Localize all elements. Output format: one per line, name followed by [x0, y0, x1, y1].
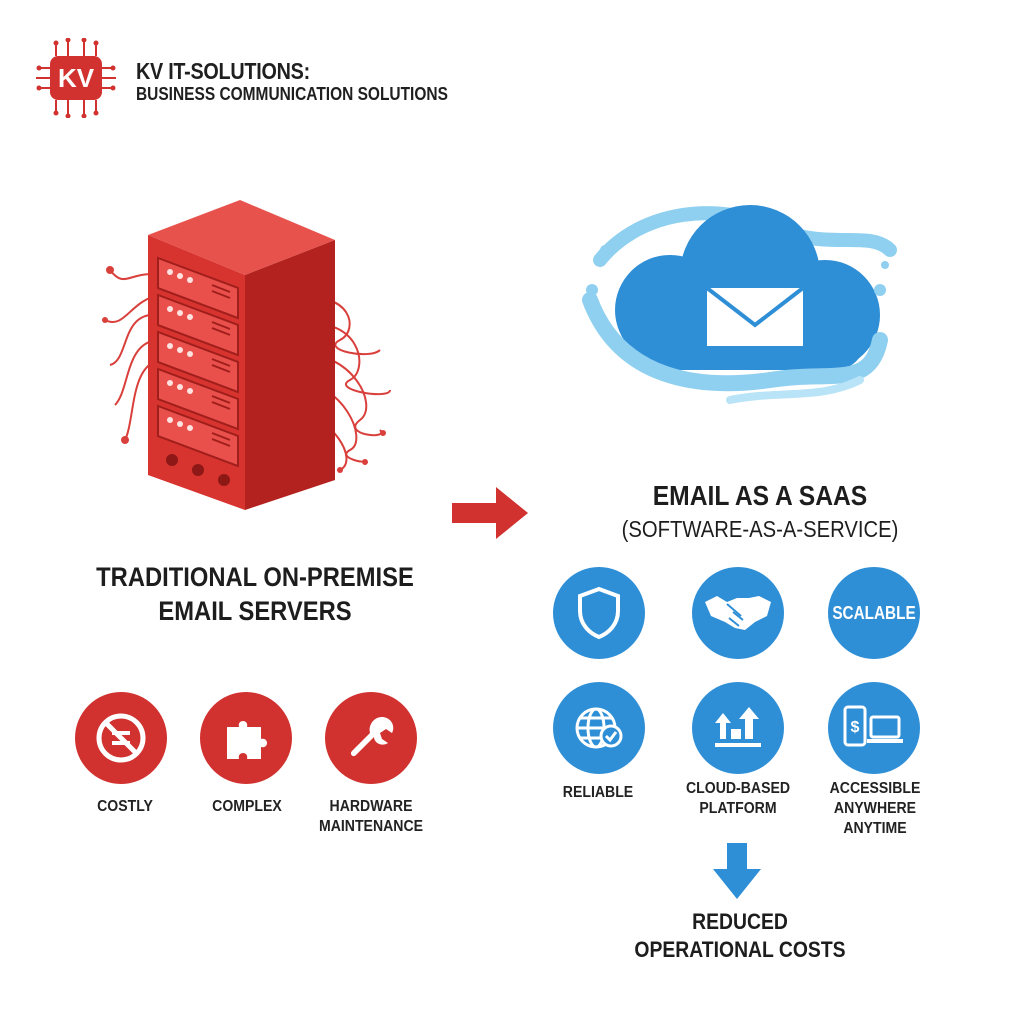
server-rack-illustration	[100, 190, 400, 520]
scalable-text: SCALABLE	[832, 602, 916, 623]
right-section-title: EMAIL AS A SAAS (SOFTWARE-AS-A-SERVICE)	[540, 478, 980, 544]
puzzle-icon	[227, 721, 267, 759]
svg-text:$: $	[851, 719, 860, 736]
reduced-line2: OPERATIONAL COSTS	[634, 937, 846, 962]
hardware-label-line1: HARDWARE	[329, 798, 413, 815]
left-section-title: TRADITIONAL ON-PREMISE EMAIL SERVERS	[75, 560, 436, 628]
right-title-line2: (SOFTWARE-AS-A-SERVICE)	[621, 516, 899, 542]
reduced-costs-text: REDUCED OPERATIONAL COSTS	[617, 908, 863, 964]
accessible-badge: $	[828, 682, 920, 774]
security-badge	[553, 567, 645, 659]
growth-arrows-icon	[715, 707, 761, 747]
devices-icon: $	[843, 705, 903, 747]
logo-text: KV	[57, 63, 95, 93]
brand-title: KV IT-SOLUTIONS:	[136, 58, 310, 84]
accessible-label-line1: ACCESSIBLE	[829, 780, 921, 797]
partnership-badge	[692, 567, 784, 659]
handshake-icon	[705, 596, 771, 630]
arrow-right-icon	[452, 485, 530, 541]
reduced-line1: REDUCED	[692, 909, 788, 934]
costly-label: COSTLY	[97, 798, 153, 815]
hardware-label-line2: MAINTENANCE	[318, 818, 424, 835]
left-title-line1: TRADITIONAL ON-PREMISE	[96, 562, 414, 592]
complex-label: COMPLEX	[212, 798, 282, 815]
hardware-maintenance-badge	[325, 692, 417, 784]
reliable-label: RELIABLE	[562, 784, 634, 801]
cloud-platform-badge	[692, 682, 784, 774]
accessible-label-line2: ANYWHERE	[833, 800, 917, 817]
reliable-badge	[553, 682, 645, 774]
scalable-badge: SCALABLE	[828, 567, 920, 659]
arrow-down-icon	[711, 843, 763, 901]
no-money-icon	[96, 713, 146, 763]
accessible-label: ACCESSIBLE ANYWHERE ANYTIME	[809, 779, 941, 839]
envelope-icon	[705, 286, 805, 346]
globe-check-icon	[575, 707, 623, 749]
right-title-line1: EMAIL AS A SAAS	[652, 480, 868, 511]
wrench-icon	[350, 717, 394, 757]
company-logo: KV	[36, 37, 116, 119]
complex-badge	[200, 692, 292, 784]
cloud-label-line2: PLATFORM	[699, 800, 777, 817]
cloud-label-line1: CLOUD-BASED	[685, 780, 791, 797]
shield-icon	[578, 586, 620, 640]
accessible-label-line3: ANYTIME	[843, 820, 907, 837]
brand-subtitle: BUSINESS COMMUNICATION SOLUTIONS	[136, 84, 448, 104]
hardware-maintenance-label: HARDWARE MAINTENANCE	[305, 797, 437, 837]
left-title-line2: EMAIL SERVERS	[158, 596, 352, 626]
cloud-platform-label: CLOUD-BASED PLATFORM	[672, 779, 804, 819]
email-cloud-illustration	[580, 190, 900, 420]
costly-badge	[75, 692, 167, 784]
